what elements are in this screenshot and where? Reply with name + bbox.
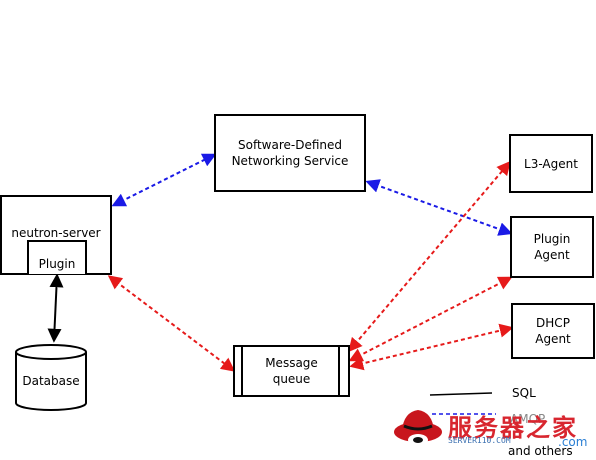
watermark-url: SERVER110.COM [448, 436, 511, 445]
mq-right-bar [338, 347, 348, 395]
plugin-node: Plugin [27, 240, 87, 274]
dhcp-agent-label: DHCP Agent [535, 316, 571, 346]
watermark-com: .com [558, 435, 588, 449]
legend-sql-label: SQL [512, 386, 536, 400]
message-queue-node: Message queue [233, 345, 350, 397]
link-mq-l3 [348, 160, 511, 353]
link-server-mq [107, 275, 236, 372]
legend-others-label: and others [508, 444, 573, 458]
sdn-service-node: Software-Defined Networking Service [214, 114, 366, 192]
watermark-text: 服务器之家 [448, 414, 578, 442]
watermark-logo-icon [394, 410, 442, 446]
dhcp-agent-node: DHCP Agent [511, 303, 595, 359]
legend-amqp-label: AMQP [510, 412, 546, 426]
sdn-service-label: Software-Defined Networking Service [231, 138, 349, 168]
neutron-server-label: neutron-server [11, 226, 101, 240]
l3-agent-label: L3-Agent [524, 156, 578, 171]
link-server-sdn [111, 153, 217, 207]
l3-agent-node: L3-Agent [509, 134, 593, 193]
database-label: Database [22, 374, 80, 388]
plugin-label: Plugin [38, 257, 76, 271]
link-plugin-database [47, 273, 64, 343]
mq-left-bar [241, 347, 253, 395]
link-sdn-plugin-agent [365, 179, 513, 236]
database-icon [15, 344, 87, 411]
message-queue-label: Message queue [265, 356, 318, 386]
legend-sql-line [429, 392, 493, 396]
plugin-agent-label: Plugin Agent [533, 232, 571, 262]
link-mq-dhcp [349, 323, 514, 371]
plugin-agent-node: Plugin Agent [510, 216, 594, 278]
